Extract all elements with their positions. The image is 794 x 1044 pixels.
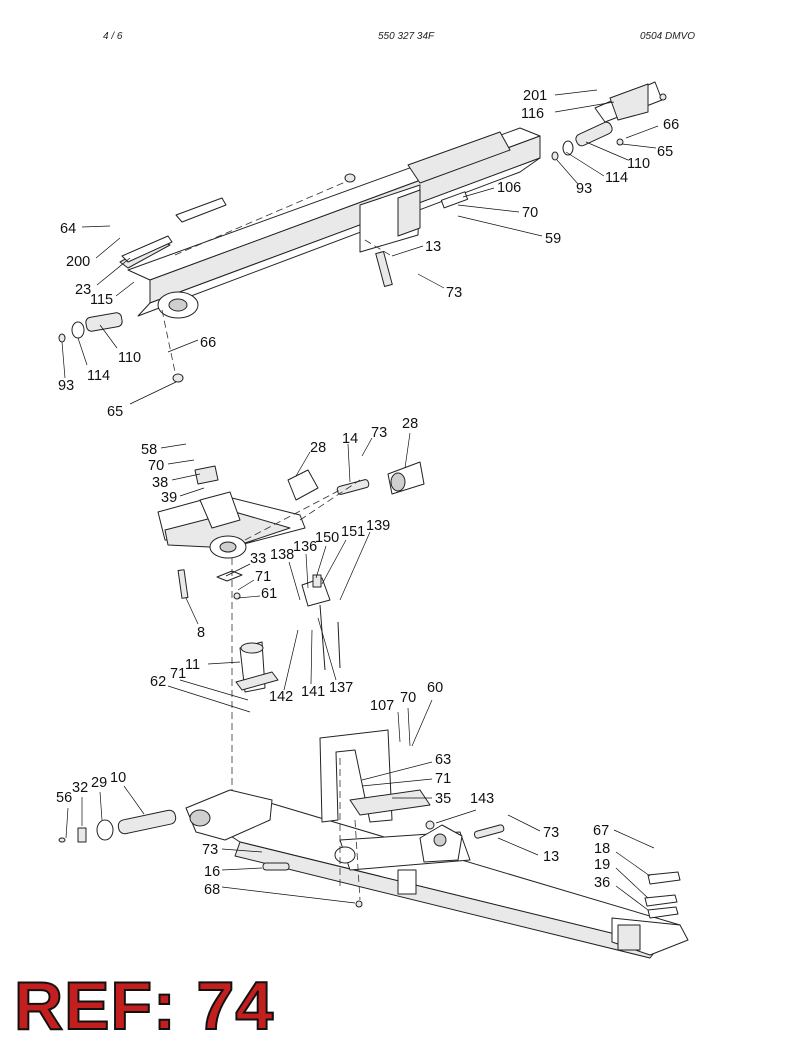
lower-callout-labels: 107 70 60 63 71 35 143 73 13 56 32 29 10… [56, 680, 610, 898]
lower-frame-assembly [58, 729, 689, 959]
callout-200: 200 [66, 254, 90, 270]
upper-beam-assembly [58, 81, 667, 383]
callout-38: 38 [152, 475, 168, 491]
callout-36: 36 [594, 875, 610, 891]
callout-11: 11 [185, 657, 200, 673]
callout-110: 110 [627, 156, 650, 172]
middle-bracket-assembly [157, 461, 425, 800]
callout-73: 73 [543, 825, 559, 841]
callout-73: 73 [446, 285, 462, 301]
callout-16: 16 [204, 864, 220, 880]
callout-136: 136 [293, 539, 317, 555]
callout-39: 39 [161, 490, 177, 506]
callout-23: 23 [75, 282, 91, 298]
callout-18: 18 [594, 841, 610, 857]
callout-73: 73 [202, 842, 218, 858]
revision-code: 0504 DMVO [640, 31, 696, 42]
callout-28: 28 [310, 440, 326, 456]
callout-65: 65 [107, 404, 123, 420]
callout-66: 66 [663, 117, 679, 133]
callout-14: 14 [342, 431, 358, 447]
callout-73: 73 [371, 425, 387, 441]
callout-71: 71 [435, 771, 451, 787]
callout-58: 58 [141, 442, 157, 458]
callout-8: 8 [197, 625, 205, 641]
lower-leader-lines [65, 699, 655, 911]
page-number: 4 / 6 [103, 31, 123, 42]
callout-114: 114 [87, 368, 110, 384]
callout-71: 71 [255, 569, 271, 585]
reference-label: REF: 74 [13, 968, 275, 1044]
callout-107: 107 [370, 698, 394, 714]
callout-28: 28 [402, 416, 418, 432]
callout-110: 110 [118, 350, 141, 366]
callout-93: 93 [576, 181, 592, 197]
callout-71: 71 [170, 666, 186, 682]
callout-114: 114 [605, 170, 628, 186]
document-number: 550 327 34F [378, 31, 435, 42]
callout-13: 13 [425, 239, 441, 255]
callout-29: 29 [91, 775, 107, 791]
callout-151: 151 [341, 524, 365, 540]
callout-19: 19 [594, 857, 610, 873]
callout-33: 33 [250, 551, 266, 567]
callout-70: 70 [522, 205, 538, 221]
callout-143: 143 [470, 791, 494, 807]
middle-callout-labels: 58 70 38 39 28 14 73 28 8 33 71 61 138 1… [141, 416, 418, 705]
callout-93: 93 [58, 378, 74, 394]
callout-62: 62 [150, 674, 166, 690]
callout-138: 138 [270, 547, 294, 563]
callout-13: 13 [543, 849, 559, 865]
callout-141: 141 [301, 684, 325, 700]
callout-68: 68 [204, 882, 220, 898]
callout-63: 63 [435, 752, 451, 768]
callout-56: 56 [56, 790, 72, 806]
callout-137: 137 [329, 680, 353, 696]
callout-60: 60 [427, 680, 443, 696]
callout-59: 59 [545, 231, 561, 247]
callout-10: 10 [110, 770, 126, 786]
callout-61: 61 [261, 586, 277, 602]
callout-142: 142 [269, 689, 293, 705]
callout-115: 115 [90, 292, 113, 308]
callout-64: 64 [60, 221, 76, 237]
callout-106: 106 [497, 180, 521, 196]
callout-70: 70 [400, 690, 416, 706]
callout-139: 139 [366, 518, 390, 534]
callout-66: 66 [200, 335, 216, 351]
callout-67: 67 [593, 823, 609, 839]
callout-116: 116 [521, 106, 544, 122]
upper-callout-labels: 201 116 66 65 110 114 93 106 70 59 13 73… [58, 88, 679, 420]
callout-35: 35 [435, 791, 451, 807]
upper-leader-lines [61, 89, 659, 405]
callout-201: 201 [523, 88, 547, 104]
callout-65: 65 [657, 144, 673, 160]
middle-leader-lines [160, 432, 411, 713]
callout-70: 70 [148, 458, 164, 474]
callout-150: 150 [315, 530, 339, 546]
callout-32: 32 [72, 780, 88, 796]
